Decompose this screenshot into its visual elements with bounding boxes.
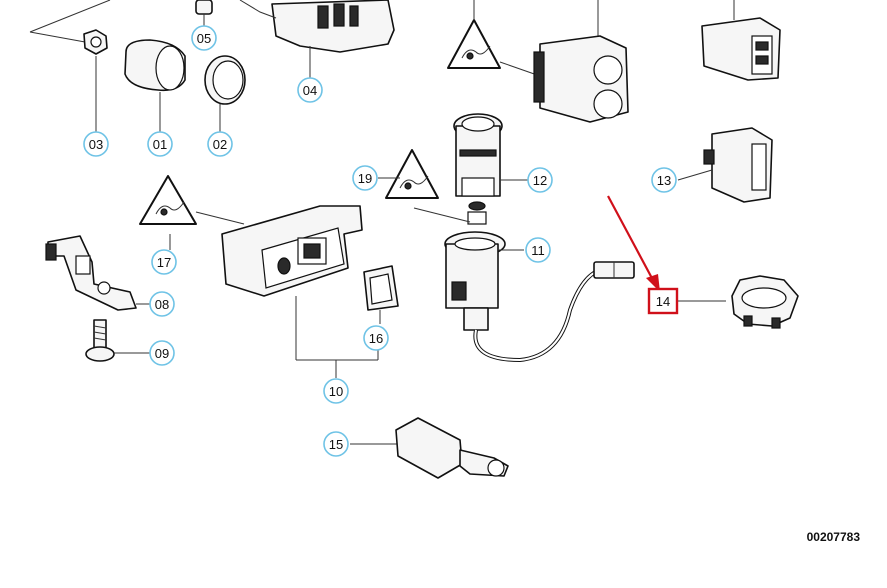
callout-label: 02 <box>213 137 227 152</box>
callout-08: 08 <box>149 291 175 317</box>
callout-label: 15 <box>329 437 343 452</box>
callout-label: 11 <box>531 243 545 258</box>
part-16-lamp-cover <box>363 265 399 324</box>
callout-label: 09 <box>155 346 169 361</box>
callout-03: 03 <box>83 131 109 157</box>
callout-09: 09 <box>149 340 175 366</box>
callout-label: 17 <box>157 255 171 270</box>
callout-label: 08 <box>155 297 169 312</box>
callout-19: 19 <box>352 165 378 191</box>
callout-label: 19 <box>358 171 372 186</box>
callout-label: 05 <box>197 31 211 46</box>
callout-17: 17 <box>151 249 177 275</box>
callout-05: 05 <box>191 25 217 51</box>
part-04-switch-module <box>239 0 395 78</box>
callout-04: 04 <box>297 77 323 103</box>
part-03-nut <box>29 0 111 132</box>
callout-label: 16 <box>369 331 383 346</box>
callout-label: 03 <box>89 137 103 152</box>
part-11-lighter-socket <box>444 231 635 363</box>
callout-label: 13 <box>657 173 671 188</box>
part-01-cap <box>124 39 186 132</box>
part-09-bolt <box>85 319 150 362</box>
callout-label: 04 <box>303 83 317 98</box>
diagram-reference-number: 00207783 <box>807 530 861 544</box>
callout-label: 01 <box>153 137 167 152</box>
callout-label: 10 <box>329 384 343 399</box>
indicator-arrow <box>607 195 660 292</box>
warning-triangle-top <box>447 0 541 77</box>
part-05-screw <box>195 0 213 26</box>
part-14-clip <box>678 275 799 329</box>
part-12-lighter-insert <box>453 113 528 197</box>
callout-11: 11 <box>525 237 551 263</box>
part-15-connector-plug <box>350 417 509 479</box>
part-double-button <box>533 0 629 123</box>
callout-label: 14 <box>656 294 670 309</box>
callout-12: 12 <box>527 167 553 193</box>
warning-triangle-17 <box>139 175 245 250</box>
part-switch-block-top-right <box>701 0 781 81</box>
callout-01: 01 <box>147 131 173 157</box>
callout-13: 13 <box>651 167 677 193</box>
part-13-relay <box>677 127 773 203</box>
part-08-bracket <box>45 235 150 311</box>
callout-10: 10 <box>323 378 349 404</box>
callout-label: 12 <box>533 173 547 188</box>
callout-16: 16 <box>363 325 389 351</box>
part-bulb-socket <box>467 201 487 225</box>
callout-14-highlighted: 14 <box>647 287 679 315</box>
callout-15: 15 <box>323 431 349 457</box>
part-02-cover <box>204 55 246 132</box>
part-10-window-switch <box>221 205 379 378</box>
callout-02: 02 <box>207 131 233 157</box>
warning-triangle-19 <box>378 149 471 223</box>
